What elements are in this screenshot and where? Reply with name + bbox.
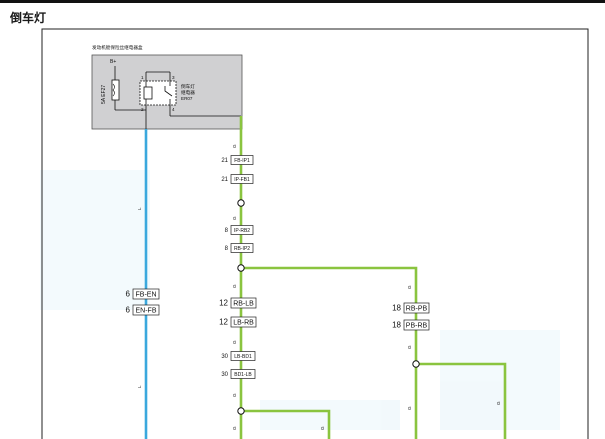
wire-color-letter: G [407, 406, 412, 410]
connector-pin-number: 18 [392, 304, 401, 313]
wire-color-letters: G G G G G G G G G G G L L [137, 144, 501, 430]
connector-ip-fb1: IP-FB1 21 [221, 174, 254, 184]
connector-pin-number: 30 [221, 354, 228, 360]
connector-box [230, 243, 254, 253]
connector-rb-pb: RB-PB 18 [392, 302, 430, 314]
connector-box [230, 351, 256, 361]
connector-pin-number: 8 [225, 228, 229, 234]
connector-pin-number: 21 [221, 158, 228, 164]
splice-1 [237, 199, 245, 207]
connector-box [132, 304, 160, 316]
connector-box [230, 225, 254, 235]
connector-lb-rb: LB-RB 12 [219, 316, 257, 328]
connector-code: FB-IP1 [234, 158, 250, 164]
connector-pin-number: 6 [126, 290, 131, 299]
connector-box [230, 316, 257, 328]
connector-box [230, 297, 257, 309]
connector-lb-bd1: LB-BD1 30 [221, 351, 256, 361]
wire-color-letter: G [407, 345, 412, 349]
engine-fuse-relay-box: 发动机舱保险丝继电器盒 B+ 5A EF27 1 3 2 4 倒车灯 继电器 [91, 44, 243, 130]
fuse-icon [111, 79, 120, 101]
connector-layer: FB-IP121IP-FB121IP-RB28RB-IP28RB-LB12LB-… [126, 155, 430, 379]
connector-box [230, 155, 254, 165]
wire-color-letter: G [232, 340, 237, 344]
top-rule [0, 0, 605, 3]
relay-pin-4: 4 [172, 107, 175, 112]
connector-box [403, 319, 430, 331]
connector-code: IP-FB1 [234, 177, 250, 183]
wire-color-letter: G [232, 284, 237, 288]
connector-pin-number: 12 [219, 318, 228, 327]
connector-pb-rb: PB-RB 18 [392, 319, 430, 331]
page-title: 倒车灯 [10, 11, 47, 25]
relay-coil-icon [143, 86, 153, 100]
connector-code: RB-IP2 [234, 246, 250, 252]
diagram-frame [41, 28, 589, 439]
connector-fb-ip1: FB-IP1 21 [221, 155, 254, 165]
green-wires [239, 116, 507, 439]
relay-code: ER07 [181, 96, 193, 101]
wire-color-letter: L [137, 207, 142, 210]
connector-pin-number: 6 [126, 306, 131, 315]
wire-green-branch-mid [241, 409, 331, 439]
wire-color-letter: G [496, 401, 501, 405]
supply-label: B+ [110, 59, 116, 65]
connector-code: IP-RB2 [234, 228, 250, 234]
connector-pin-number: 8 [225, 246, 229, 252]
connector-pin-number: 18 [392, 321, 401, 330]
connector-ip-rb2: IP-RB2 8 [225, 225, 254, 235]
relay-box-title: 发动机舱保险丝继电器盒 [92, 44, 143, 51]
background-watermark [40, 170, 560, 430]
splice-2 [237, 264, 245, 272]
connector-box [403, 302, 430, 314]
wire-green-branch-far [416, 362, 507, 439]
connector-code: PB-RB [406, 323, 428, 330]
splice-4 [412, 360, 420, 368]
fuse-label: 5A EF27 [101, 85, 107, 104]
connector-code: LB-RB [233, 320, 254, 327]
connector-rb-ip2: RB-IP2 8 [225, 243, 254, 253]
wire-color-letter: G [320, 426, 325, 430]
connector-box [132, 288, 160, 300]
relay-switch-icon [164, 86, 173, 104]
connector-pin-number: 30 [221, 372, 228, 378]
wire-color-letter: L [137, 385, 142, 388]
wire-green-branch-right [241, 266, 418, 439]
connector-fb-en: FB-EN 6 [126, 288, 160, 300]
connector-rb-lb: RB-LB 12 [219, 297, 257, 309]
relay-name-line1: 倒车灯 [181, 83, 195, 90]
relay-pin-1: 1 [141, 75, 144, 80]
connector-pin-number: 12 [219, 299, 228, 308]
connector-code: RB-LB [233, 301, 254, 308]
connector-box [230, 369, 256, 379]
connector-code: RB-PB [406, 306, 428, 313]
connector-code: LB-BD1 [234, 354, 252, 360]
wire-color-letter: G [407, 285, 412, 289]
connector-code: BD1-LB [234, 372, 252, 378]
relay-name-line2: 继电器 [181, 89, 195, 96]
connector-box [230, 174, 254, 184]
splice-3 [237, 407, 245, 415]
wire-color-letter: G [232, 426, 237, 430]
connector-bd1-lb: BD1-LB 30 [221, 369, 256, 379]
wire-color-letter: G [232, 144, 237, 148]
connector-code: FB-EN [136, 292, 157, 299]
splice-points [237, 199, 420, 415]
relay-pin-2: 2 [141, 107, 144, 112]
connector-en-fb: EN-FB 6 [126, 304, 160, 316]
wire-color-letter: G [232, 393, 237, 397]
connector-pin-number: 21 [221, 177, 228, 183]
connector-code: EN-FB [136, 308, 157, 315]
relay-pin-3: 3 [172, 75, 175, 80]
wire-color-letter: G [232, 216, 237, 220]
